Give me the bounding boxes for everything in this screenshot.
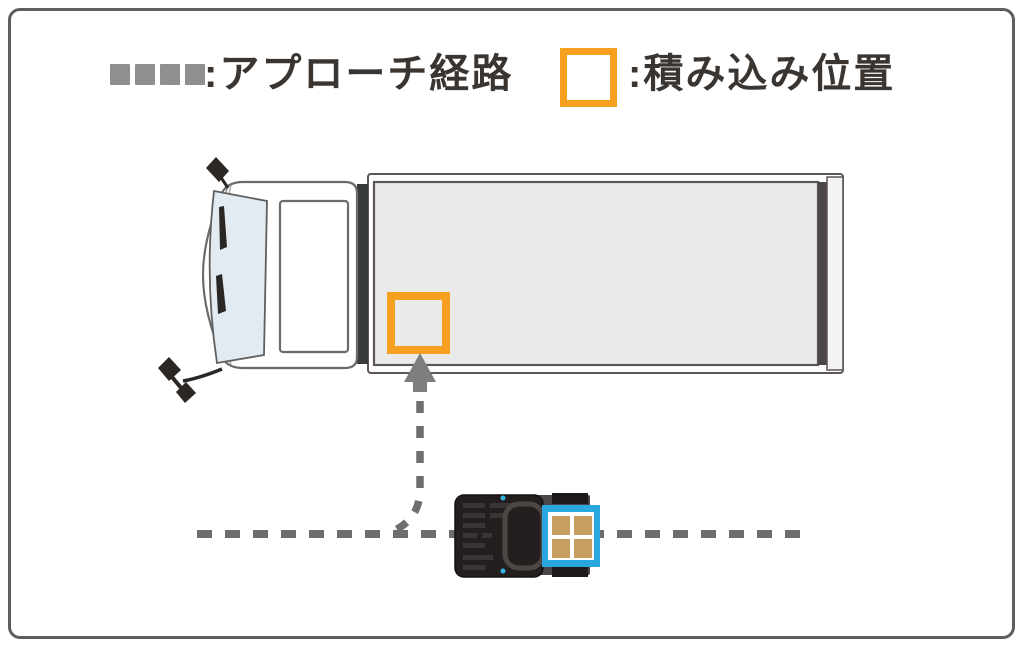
dash-mark — [160, 64, 180, 85]
dash-mark — [110, 64, 130, 85]
mirror-arm — [170, 375, 184, 391]
truck-top-view — [158, 157, 844, 403]
accent-dot — [500, 495, 506, 501]
slat — [463, 523, 485, 528]
wiper-icon — [219, 206, 227, 250]
forklift-detail-slats — [463, 503, 516, 570]
orange-square-swatch — [560, 48, 617, 107]
truck-bed-floor — [372, 180, 820, 367]
side-mirror-icon — [206, 157, 229, 182]
cab-bed-separator — [357, 184, 368, 364]
slat — [463, 543, 485, 548]
slat — [490, 503, 516, 508]
wiper-icon — [216, 274, 226, 314]
slat — [490, 513, 504, 518]
cargo-box — [574, 539, 592, 558]
dashed-path-swatch — [110, 64, 205, 85]
cargo-box — [552, 516, 570, 535]
tailgate-cap — [826, 176, 844, 371]
slat — [463, 555, 493, 560]
slat — [463, 513, 485, 518]
legend-label-loading-position: :積み込み位置 — [628, 52, 896, 96]
approach-path-vertical — [391, 401, 424, 535]
slat — [463, 503, 485, 508]
slat — [482, 533, 492, 538]
tailgate — [818, 182, 827, 365]
cargo-box — [574, 516, 592, 535]
dash-mark — [185, 64, 205, 85]
cargo-box — [552, 539, 570, 558]
forklift-top-view — [454, 493, 600, 578]
slat — [463, 565, 485, 570]
dash-mark — [135, 64, 155, 85]
side-mirror-icon — [158, 357, 181, 381]
fork-heel — [552, 566, 588, 577]
loading-position-square — [387, 292, 450, 354]
slat — [463, 533, 477, 538]
fork-heel — [552, 493, 588, 504]
dashed-approach-path — [197, 401, 805, 538]
mirror-arm — [182, 367, 223, 383]
legend-label-approach-route: :アプローチ経路 — [204, 52, 514, 96]
approach-arrow-icon — [404, 353, 436, 392]
accent-dot — [500, 568, 506, 574]
side-mirror-icon — [176, 382, 196, 403]
pallet-with-four-boxes — [542, 505, 600, 567]
cab-roof-hatch — [278, 199, 350, 354]
